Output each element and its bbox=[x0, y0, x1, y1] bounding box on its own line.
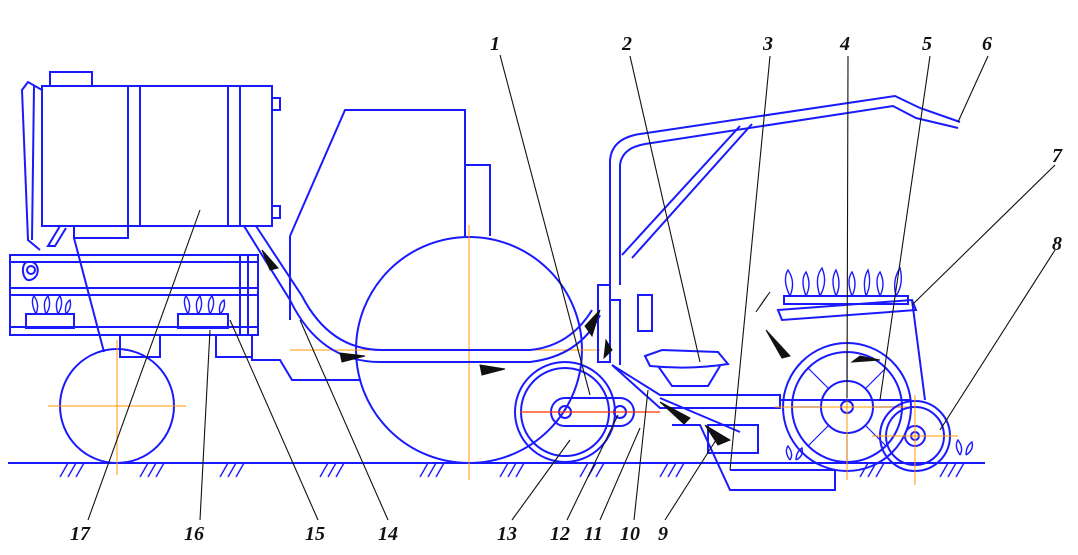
ground-hatch bbox=[235, 462, 245, 478]
part-labels: 1 2 3 4 5 6 7 8 9 10 11 12 13 14 15 16 1… bbox=[70, 33, 1063, 545]
ground-hatch bbox=[955, 462, 965, 478]
label-1: 1 bbox=[490, 33, 500, 55]
ground-hatch bbox=[327, 462, 337, 478]
seedling-bin bbox=[643, 348, 730, 387]
ground-hatch bbox=[59, 462, 69, 478]
seedling-shelf bbox=[776, 266, 918, 322]
label-14: 14 bbox=[378, 523, 398, 545]
label-2: 2 bbox=[621, 33, 632, 55]
ground-hatch bbox=[667, 462, 677, 478]
ground-hatch bbox=[859, 462, 869, 478]
packing-roller bbox=[780, 299, 958, 485]
label-10: 10 bbox=[620, 523, 640, 545]
ground-hatch bbox=[659, 462, 669, 478]
ground-hatch bbox=[507, 462, 517, 478]
rear-wheel bbox=[48, 340, 186, 475]
ground-hatch bbox=[335, 462, 345, 478]
drive-wheel bbox=[514, 361, 660, 463]
ground-hatch bbox=[947, 462, 957, 478]
ground bbox=[8, 462, 985, 478]
ground-hatch bbox=[67, 462, 77, 478]
ground-hatch bbox=[595, 462, 605, 478]
label-17: 17 bbox=[70, 523, 91, 545]
ground-hatch bbox=[515, 462, 525, 478]
handle bbox=[609, 94, 961, 285]
ground-hatch bbox=[419, 462, 429, 478]
label-7: 7 bbox=[1052, 145, 1063, 167]
flow-arrows bbox=[261, 249, 881, 446]
ground-hatch bbox=[427, 462, 437, 478]
label-3: 3 bbox=[762, 33, 773, 55]
ground-hatch bbox=[147, 462, 157, 478]
label-5: 5 bbox=[922, 33, 932, 55]
leader-lines bbox=[87, 54, 1056, 521]
ground-hatch bbox=[499, 462, 509, 478]
label-13: 13 bbox=[497, 523, 517, 545]
planter-frame bbox=[597, 284, 781, 409]
ground-hatch bbox=[435, 462, 445, 478]
ground-hatch bbox=[579, 462, 589, 478]
label-16: 16 bbox=[184, 523, 204, 545]
label-4: 4 bbox=[839, 33, 850, 55]
label-15: 15 bbox=[305, 523, 325, 545]
ground-hatch bbox=[227, 462, 237, 478]
ground-hatch bbox=[155, 462, 165, 478]
label-8: 8 bbox=[1052, 233, 1062, 255]
label-6: 6 bbox=[982, 33, 992, 55]
ground-hatch bbox=[319, 462, 329, 478]
label-9: 9 bbox=[658, 523, 668, 545]
ground-hatch bbox=[219, 462, 229, 478]
ground-hatch bbox=[75, 462, 85, 478]
ground-hatch bbox=[675, 462, 685, 478]
planted-seedlings bbox=[785, 438, 974, 461]
ground-hatch bbox=[875, 462, 885, 478]
label-12: 12 bbox=[550, 523, 570, 545]
tractor-chassis bbox=[251, 109, 491, 381]
furrow-opener bbox=[659, 397, 836, 491]
seedling-rack-frame bbox=[9, 225, 259, 358]
seedling-trays-rear bbox=[31, 294, 226, 315]
ground-hatch bbox=[139, 462, 149, 478]
label-11: 11 bbox=[584, 523, 603, 545]
ground-hatch bbox=[939, 462, 949, 478]
water-tank bbox=[20, 71, 281, 251]
